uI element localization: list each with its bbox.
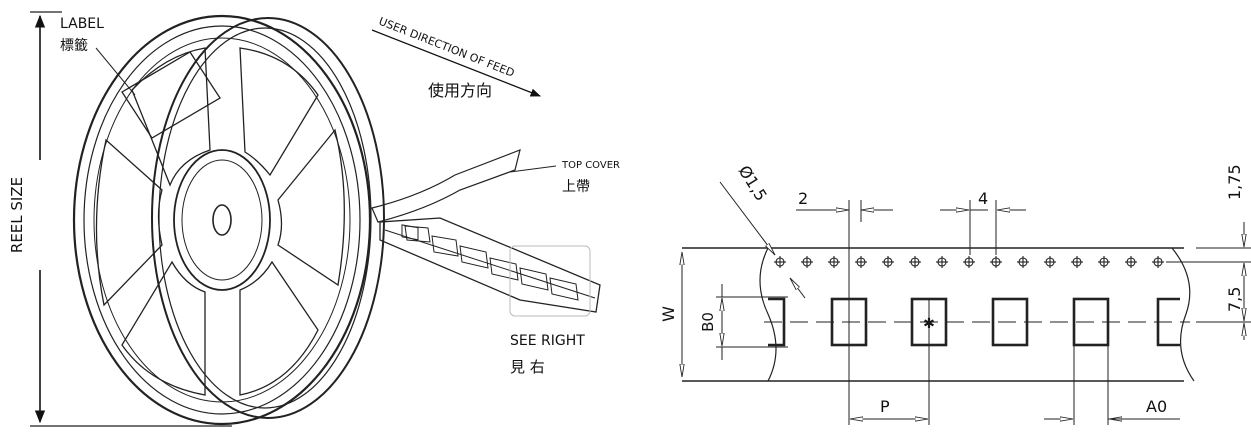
top-cover-en: TOP COVER [561, 160, 620, 171]
sprocket-holes [774, 256, 1164, 268]
component-pockets [768, 297, 1180, 347]
feed-direction-en: USER DIRECTION OF FEED [377, 15, 516, 80]
reel-front-flange [72, 14, 372, 426]
tape-dimension-drawing: W B0 [659, 162, 1251, 425]
top-cover-zh: 上帶 [562, 179, 590, 195]
dim-a0: A0 [1146, 397, 1167, 416]
see-right-en: SEE RIGHT [510, 333, 585, 349]
feed-direction: USER DIRECTION OF FEED 使用方向 [371, 15, 541, 100]
feed-direction-zh: 使用方向 [428, 81, 492, 100]
top-cover-tape: TOP COVER 上帶 [371, 149, 620, 223]
dim-1-75: 1,75 [1225, 164, 1244, 200]
dim-2: 2 [798, 189, 808, 208]
dim-b0: B0 [699, 312, 717, 332]
carrier-tape-strip: SEE RIGHT 見 右 [379, 217, 601, 376]
label-zh: 標籤 [60, 38, 88, 54]
dim-7-5: 7,5 [1225, 287, 1244, 312]
dim-hole-diameter: Ø1,5 [735, 162, 771, 204]
reel-label-area: LABEL 標籤 [60, 16, 221, 139]
dim-p: P [880, 397, 890, 416]
reel-size-label: REEL SIZE [8, 177, 26, 253]
dim-4: 4 [978, 189, 988, 208]
reel-size-dimension: REEL SIZE [8, 11, 232, 427]
reel-drawing: REEL SIZE LABEL 標籤 [8, 11, 620, 427]
dim-w: W [659, 306, 678, 322]
see-right-zh: 見 右 [510, 358, 545, 376]
label-en: LABEL [60, 16, 104, 32]
